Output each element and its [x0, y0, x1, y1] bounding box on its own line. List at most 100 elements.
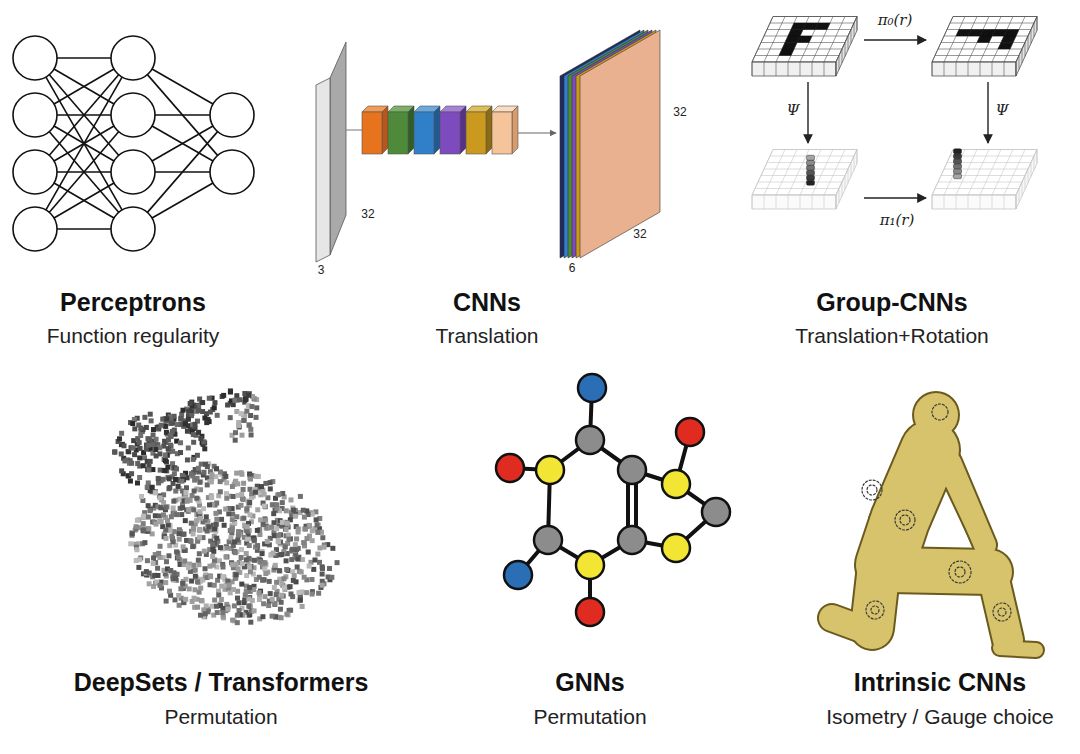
cloud-point	[212, 405, 217, 410]
feature-column	[954, 154, 962, 159]
cloud-point	[193, 587, 198, 592]
atom-circles-part	[618, 526, 646, 554]
neuron-circle	[210, 150, 254, 194]
cloud-point	[314, 517, 319, 522]
cloud-point	[243, 592, 248, 597]
cloud-point	[286, 537, 291, 542]
figure-body	[832, 393, 1036, 650]
cloud-point	[250, 598, 255, 603]
cloud-point	[186, 507, 191, 512]
grid-line	[755, 188, 839, 189]
cloud-point	[280, 500, 285, 505]
cloud-point	[285, 521, 290, 526]
cloud-point	[223, 507, 228, 512]
cloud-point	[270, 614, 275, 619]
cloud-point	[279, 581, 284, 586]
feature-column	[807, 160, 815, 165]
cloud-point	[283, 545, 288, 550]
grid-line	[842, 182, 843, 196]
cloud-point	[150, 442, 155, 447]
atom-circles-part	[676, 418, 704, 446]
grid-line	[848, 169, 849, 183]
cloud-point	[296, 530, 301, 535]
cloud-point	[212, 400, 217, 405]
cloud-point	[235, 620, 240, 625]
grid-line	[845, 43, 846, 57]
cloud-point	[192, 488, 197, 493]
local-patches-part	[871, 606, 879, 614]
grid-line	[935, 55, 1019, 56]
cloud-point	[186, 417, 191, 422]
weight-line	[54, 183, 114, 218]
cloud-point	[303, 527, 308, 532]
cloud-point	[176, 484, 181, 489]
grid-line	[812, 195, 813, 209]
cloud-point	[148, 508, 153, 513]
grid-line	[932, 195, 933, 209]
cloud-point	[291, 578, 296, 583]
figure-outline	[832, 391, 1036, 650]
kernel-cubes-part	[492, 106, 518, 154]
grid-line	[1019, 189, 1020, 203]
grid-line	[1034, 23, 1035, 37]
cloud-point	[193, 567, 198, 572]
grid-line	[752, 17, 773, 63]
cloud-point	[214, 522, 219, 527]
grid-line	[980, 62, 981, 76]
cloud-point	[146, 515, 151, 520]
cloud-point	[301, 540, 306, 545]
grid-line	[935, 188, 1019, 189]
cloud-point	[182, 532, 187, 537]
cloud-point	[146, 443, 151, 448]
cloud-point	[203, 611, 208, 616]
grid-line	[1016, 195, 1017, 209]
kernel-cubes-part-part	[440, 112, 460, 154]
cloud-point	[235, 613, 240, 618]
cloud-point	[279, 552, 284, 557]
grid-line	[956, 195, 957, 209]
cloud-point	[262, 504, 267, 509]
cloud-point	[233, 430, 238, 435]
cloud-point	[310, 528, 315, 533]
cloud-point	[234, 471, 239, 476]
cloud-point	[198, 613, 203, 618]
local-patches-part	[949, 561, 971, 583]
cloud-point	[254, 415, 259, 420]
cloud-point	[170, 449, 175, 454]
cloud-point	[230, 484, 235, 489]
cloud-point	[288, 497, 293, 502]
kernel-cubes-part	[362, 106, 388, 154]
figure-body-part	[1000, 648, 1036, 650]
figure-body-part	[922, 436, 942, 456]
cloud-point	[284, 527, 289, 532]
cloud-point	[119, 468, 124, 473]
cloud-point	[297, 590, 302, 595]
grid-line	[851, 30, 852, 44]
cloud-point	[236, 529, 241, 534]
cloud-point	[242, 418, 247, 423]
cloud-point	[183, 421, 188, 426]
cloud-point	[288, 584, 293, 589]
cloud-point	[239, 555, 244, 560]
cloud-point	[302, 575, 307, 580]
figure-body-part	[993, 575, 1008, 640]
cloud-point	[262, 594, 267, 599]
cloud-point	[130, 531, 135, 536]
grid-line	[824, 62, 825, 76]
pixel-cell	[1004, 30, 1019, 37]
cloud-point	[255, 528, 260, 533]
pixel-cell	[977, 36, 992, 43]
cloud-point	[195, 605, 200, 610]
grid-line	[776, 195, 777, 209]
atom-circles-part	[496, 454, 524, 482]
grid-line	[857, 17, 858, 31]
cloud-point	[236, 420, 241, 425]
cloud-point	[245, 529, 250, 534]
figure-outline-part	[993, 575, 1008, 640]
cloud-point	[196, 562, 201, 567]
feature-column	[807, 165, 815, 170]
cloud-point	[157, 451, 162, 456]
grid-line	[836, 62, 837, 76]
cloud-point	[284, 508, 289, 513]
figure-body-part	[952, 478, 985, 548]
